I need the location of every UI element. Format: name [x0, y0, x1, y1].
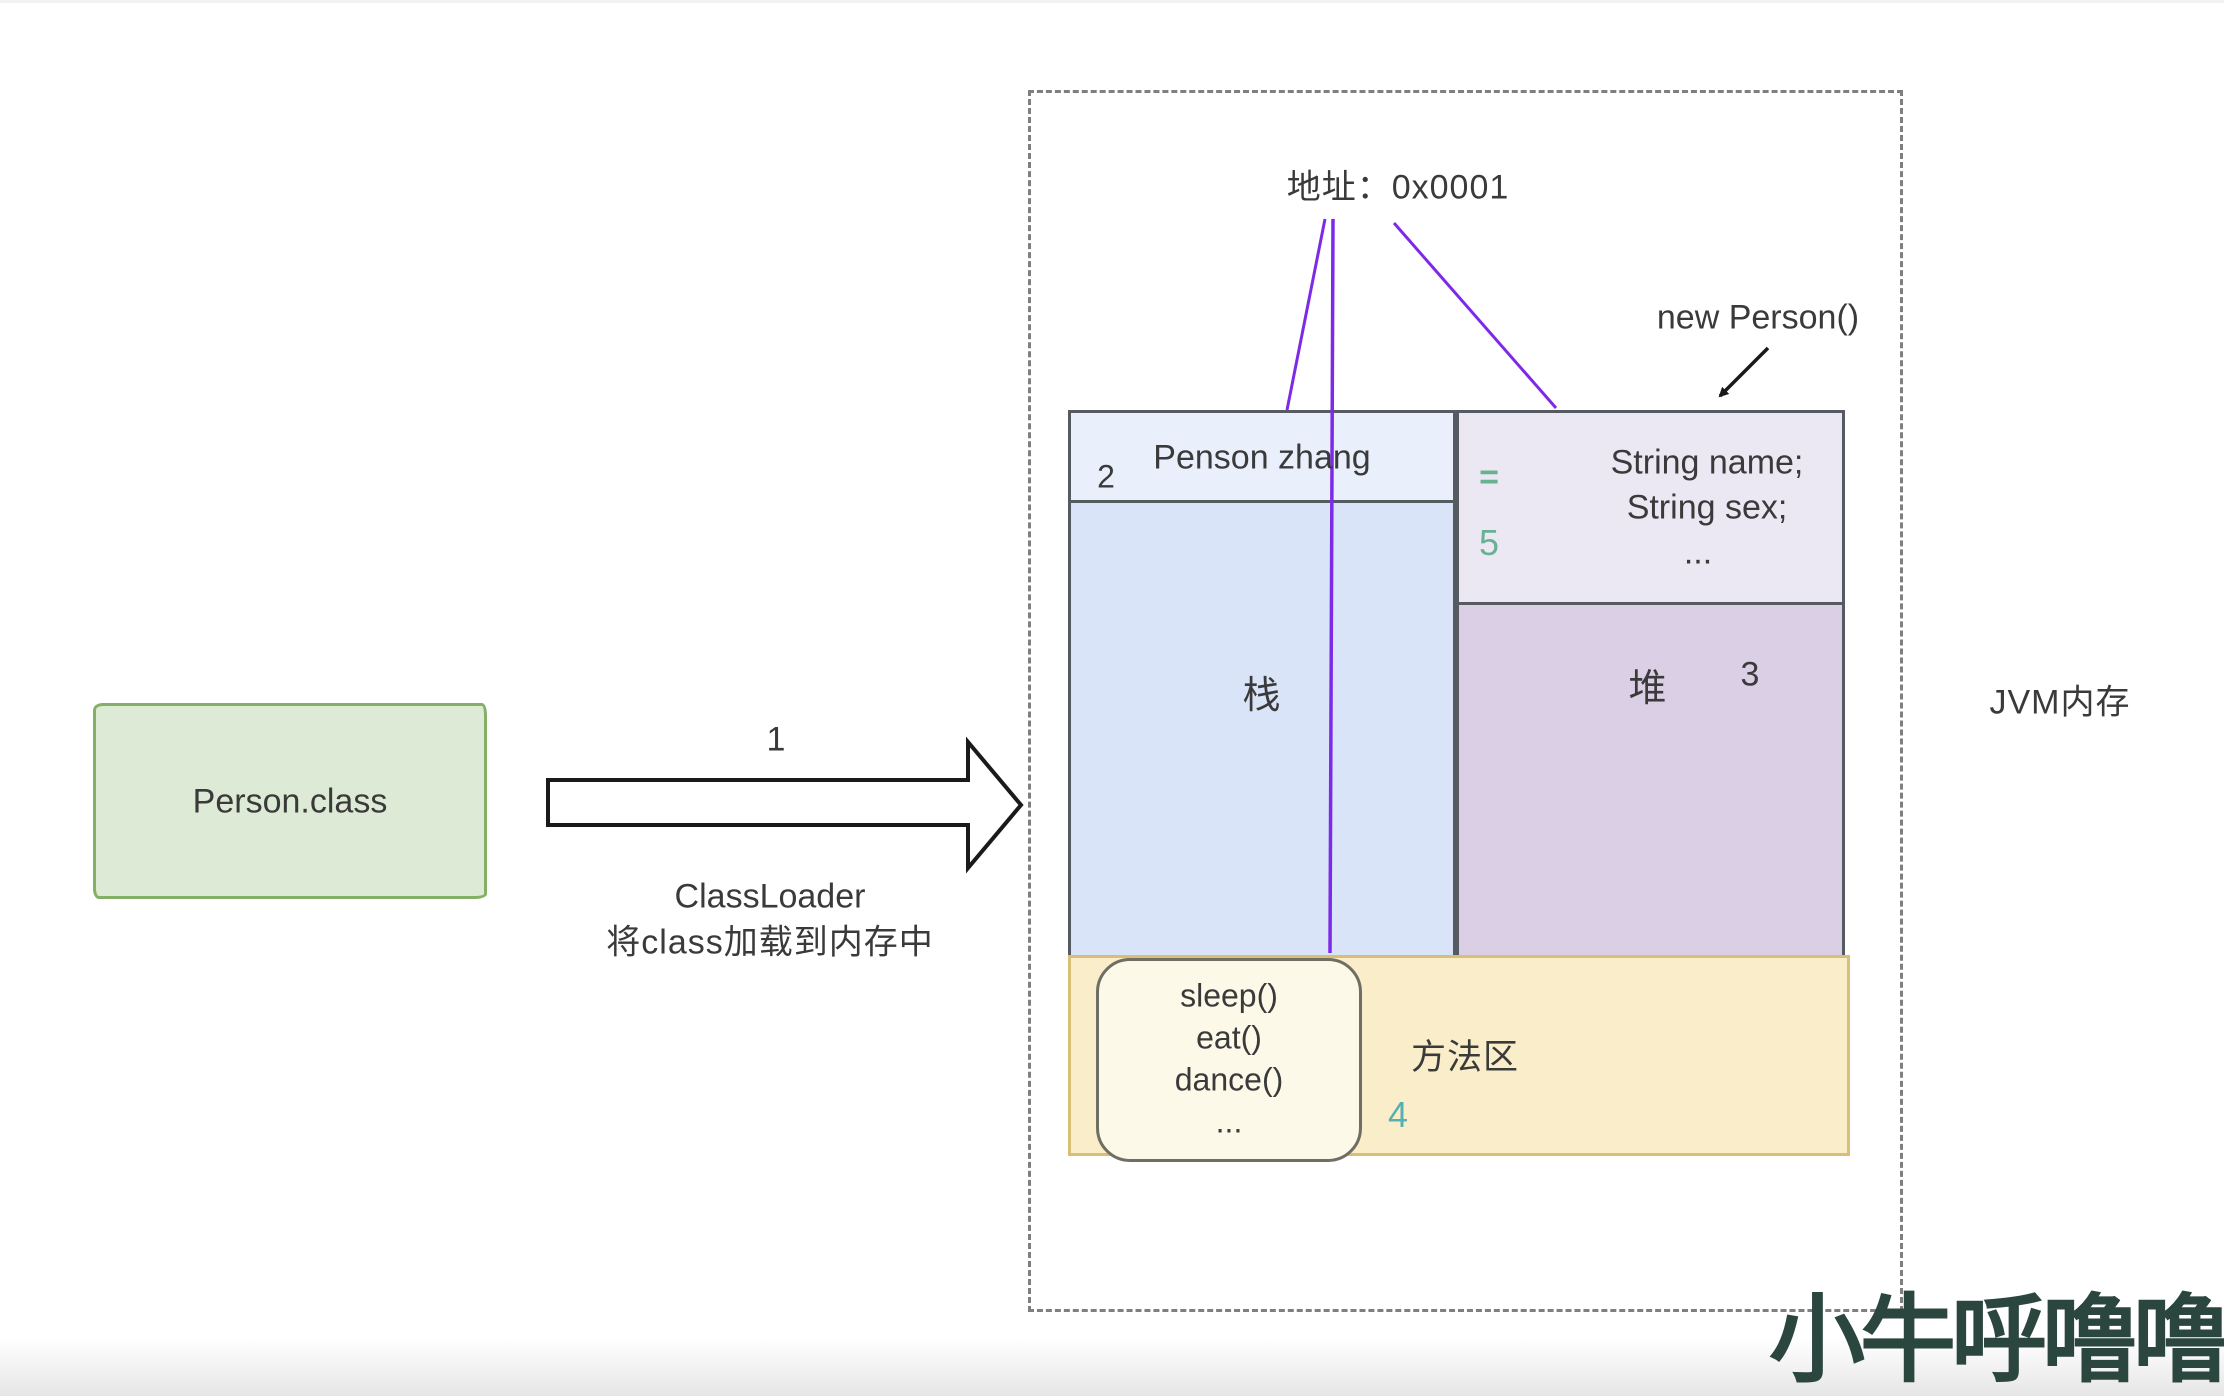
- address-pointer-line-to-object: [1392, 222, 1558, 409]
- load-step-number: 1: [766, 720, 786, 759]
- stack-step-number: 2: [1097, 458, 1115, 495]
- stack-frame-box: [1068, 410, 1456, 503]
- method-ellipsis: ...: [1215, 1103, 1243, 1140]
- heap-step-number: 3: [1740, 655, 1760, 694]
- method-dance: dance(): [1174, 1061, 1284, 1098]
- object-field-name: String name;: [1610, 443, 1804, 482]
- jvm-memory-label: JVM内存: [1989, 683, 2131, 722]
- watermark-text: 小牛呼噜噜: [1769, 1283, 2224, 1396]
- person-class-label: Person.class: [192, 782, 388, 821]
- heap-label: 堆: [1628, 668, 1668, 711]
- classloader-arrow: [546, 736, 1024, 874]
- object-fields-box: [1456, 410, 1845, 605]
- person-class-box: [93, 703, 487, 899]
- classloader-caption-line2: 将class加载到内存中: [606, 923, 934, 962]
- top-hairline: [0, 0, 2224, 3]
- address-pointer-line-vertical: [1328, 218, 1335, 954]
- new-person-label: new Person(): [1656, 298, 1860, 337]
- bottom-fade: [0, 1338, 2224, 1396]
- address-label: 地址：0x0001: [1286, 168, 1510, 207]
- object-step-number: 5: [1478, 522, 1500, 564]
- method-area-label: 方法区: [1410, 1037, 1520, 1077]
- object-field-sex: String sex;: [1626, 488, 1788, 527]
- new-person-arrow: [1718, 346, 1770, 398]
- classloader-caption-line1: ClassLoader: [674, 877, 866, 916]
- object-assign-mark: =: [1479, 458, 1499, 497]
- address-pointer-line-to-stack: [1285, 218, 1327, 411]
- method-eat: eat(): [1196, 1019, 1262, 1056]
- method-sleep: sleep(): [1180, 977, 1278, 1014]
- method-list-box: [1096, 958, 1362, 1162]
- jvm-memory-dashed-box: [1028, 90, 1903, 1312]
- stack-frame-value: Penson zhang: [1153, 438, 1371, 477]
- heap-box: [1456, 602, 1845, 958]
- method-area-step-number: 4: [1387, 1094, 1409, 1136]
- object-field-ellipsis: ...: [1683, 533, 1713, 572]
- stack-label: 栈: [1242, 675, 1282, 718]
